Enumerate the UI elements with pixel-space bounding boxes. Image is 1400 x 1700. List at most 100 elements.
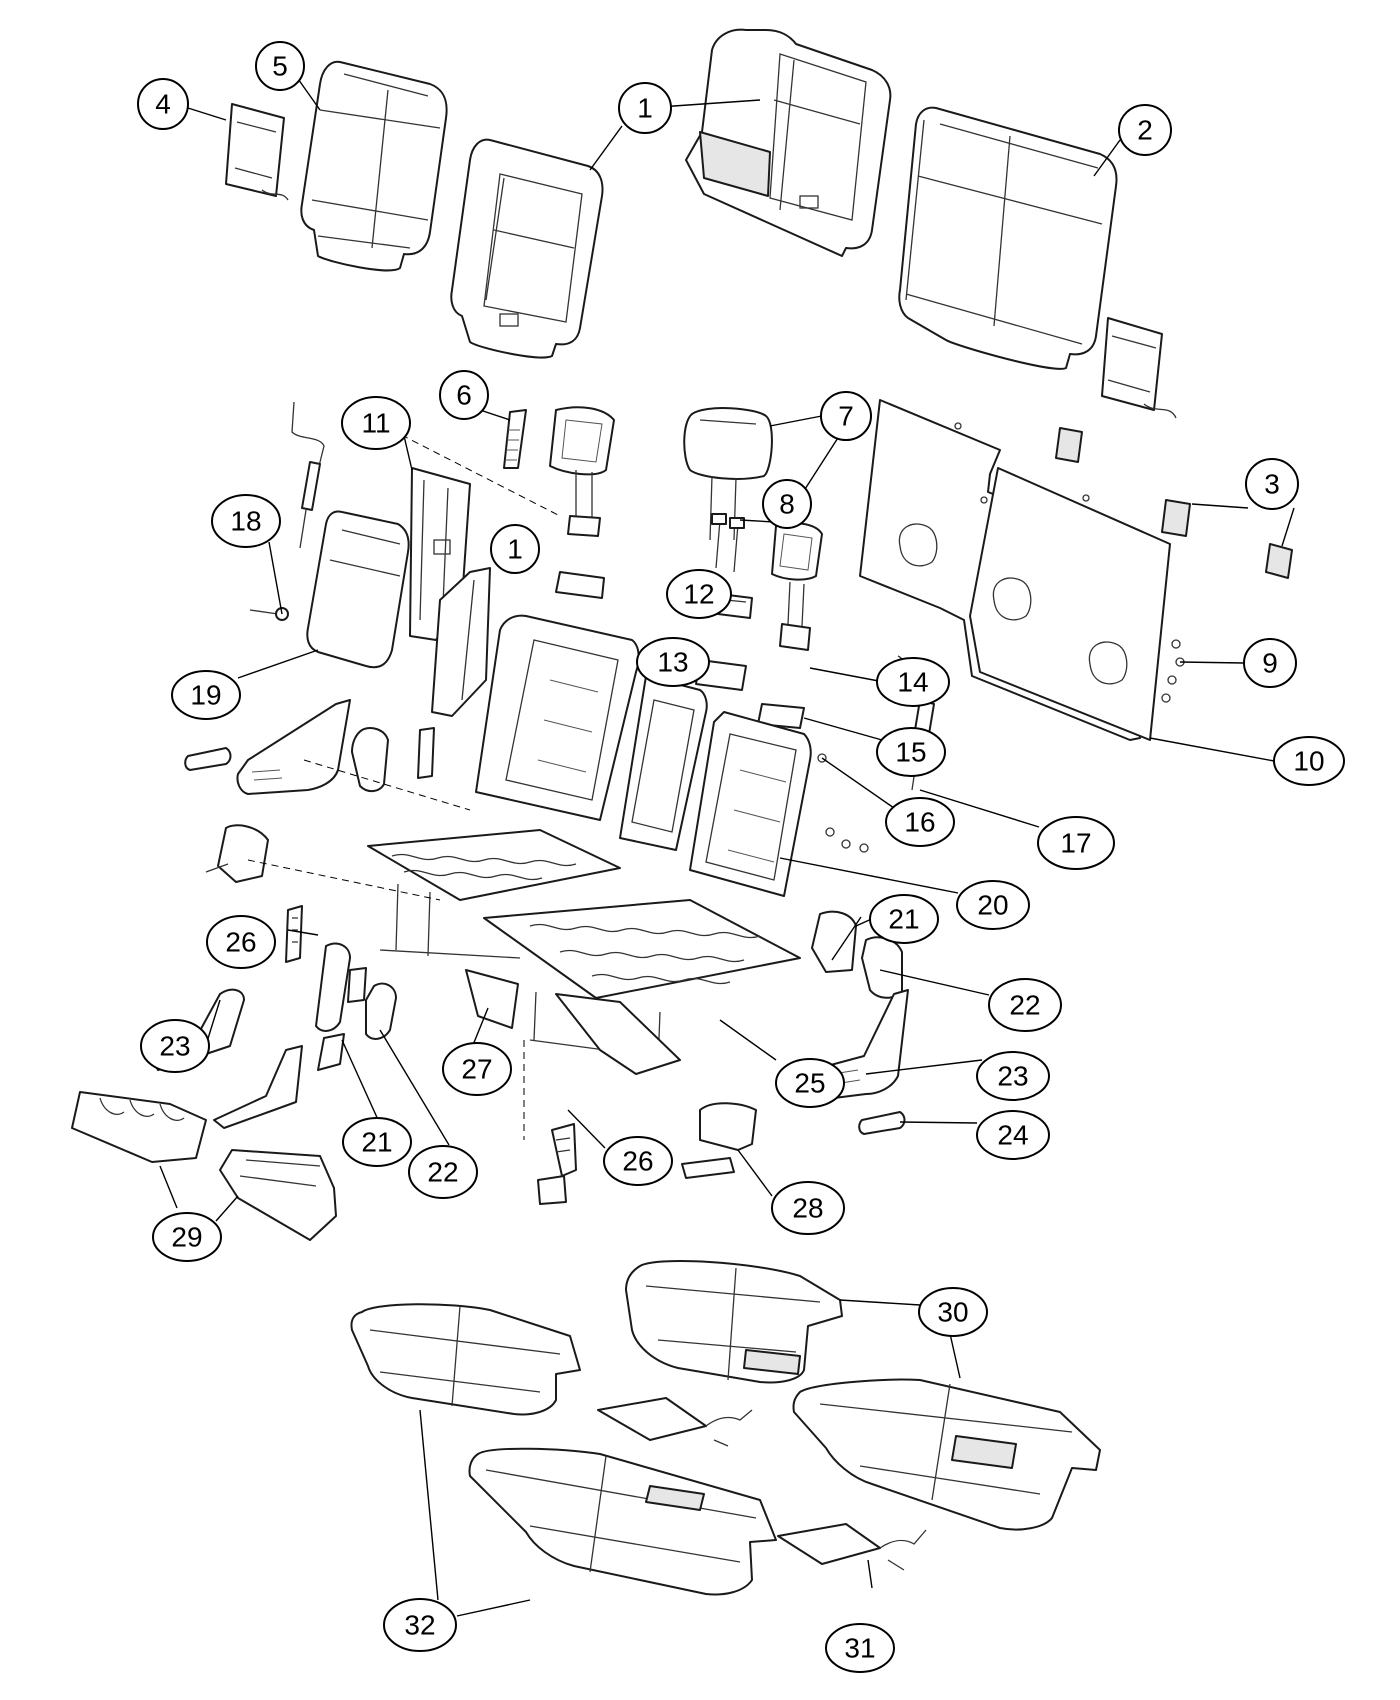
callout-1-armrest: 1 [490,524,540,574]
svg-text:14: 14 [897,667,928,698]
part-26-bracket-left [285,905,303,963]
svg-text:27: 27 [461,1054,492,1085]
callout-23-right: 23 [976,1051,1050,1101]
svg-text:1: 1 [637,93,653,124]
callout-13: 13 [636,637,710,687]
svg-text:23: 23 [159,1031,190,1062]
svg-text:26: 26 [225,927,256,958]
part-32-seat-cushion-upper [350,1303,581,1416]
part-27-side-cover [465,969,519,1029]
part-16-fasteners [817,753,869,853]
part-21-trim-upper-left [351,727,435,792]
part-1-seatback-frame-right [685,28,892,257]
part-1-armrest-frame [431,567,491,717]
svg-text:21: 21 [361,1127,392,1158]
svg-text:13: 13 [657,647,688,678]
part-19-armrest [306,510,410,669]
part-31-heater-mat-upper [597,1397,753,1447]
part-29-lower-cover-right [219,1149,337,1241]
callout-21-right: 21 [869,894,939,944]
part-24-handle-left [184,747,232,771]
part-28-cover [681,1102,757,1179]
part-20-seat-frame [367,614,812,1065]
svg-text:31: 31 [844,1633,875,1664]
callout-26-left: 26 [206,915,276,969]
callout-12: 12 [666,569,732,619]
part-26-bracket-lower [537,1123,577,1205]
svg-text:28: 28 [792,1193,823,1224]
part-15-bezel-lower [757,703,805,729]
callout-17: 17 [1037,816,1115,870]
callout-15: 15 [876,727,946,777]
svg-text:5: 5 [272,51,288,82]
callout-28: 28 [771,1181,845,1235]
callout-26-lower: 26 [603,1136,673,1186]
callout-16: 16 [885,797,955,847]
callout-25: 25 [775,1058,845,1108]
part-32-seat-cushion-lower [468,1447,777,1596]
svg-text:22: 22 [1009,990,1040,1021]
callout-23-left: 23 [140,1019,210,1073]
callout-30: 30 [918,1287,988,1337]
part-7-headrest-left [549,406,615,537]
part-2-seatback-cover-right [898,106,1118,370]
callout-6: 6 [439,370,489,420]
callout-31: 31 [825,1623,895,1673]
part-9-clips [1161,639,1185,703]
callout-14: 14 [876,657,950,707]
part-18-bolt [249,607,289,621]
svg-text:29: 29 [171,1222,202,1253]
part-21-trim-left [205,824,269,883]
part-21-trim-lower-left [315,942,351,1071]
svg-text:1: 1 [507,534,523,565]
part-31-heater-mat-lower [777,1523,927,1571]
callout-3: 3 [1245,458,1299,510]
svg-text:23: 23 [997,1061,1028,1092]
svg-text:15: 15 [895,737,926,768]
leader-lines [159,75,1295,1617]
svg-text:11: 11 [361,408,390,439]
part-1-seatback-frame-left [450,138,604,359]
callout-4: 4 [137,78,189,130]
part-30-seat-cushion-lower [792,1378,1101,1531]
svg-text:6: 6 [456,380,472,411]
part-25-lower-bracket [555,993,681,1075]
part-4-back-panel-right [1101,317,1177,419]
callout-18: 18 [211,494,281,548]
part-23-bracket-lower-left [213,1045,303,1129]
part-23-cover-upper-left [236,699,351,795]
svg-text:4: 4 [155,89,171,120]
part-29-lower-cover-left [71,1091,207,1163]
svg-text:12: 12 [683,579,714,610]
svg-text:7: 7 [838,401,854,432]
part-4-back-panel-left [225,103,289,201]
part-10-rear-panel [859,399,1171,741]
callout-5: 5 [255,41,305,91]
svg-text:21: 21 [888,904,919,935]
svg-text:32: 32 [404,1610,435,1641]
svg-text:16: 16 [904,807,935,838]
callout-27: 27 [442,1042,512,1096]
part-22-trim-lower-left [347,967,397,1040]
callout-21-left: 21 [342,1117,412,1167]
svg-text:3: 3 [1264,469,1280,500]
callout-22-right: 22 [988,978,1062,1032]
part-21-trim-right [811,910,857,973]
callout-24: 24 [976,1110,1050,1160]
part-14-headrest-center-frame [771,522,823,651]
callout-9: 9 [1243,638,1297,688]
callout-7: 7 [820,391,872,441]
svg-text:20: 20 [977,890,1008,921]
svg-text:19: 19 [190,680,221,711]
svg-text:18: 18 [230,506,261,537]
part-8-headrest-guide [711,513,745,573]
callout-19: 19 [171,670,241,720]
svg-text:22: 22 [427,1157,458,1188]
part-30-seat-cushion-upper [625,1260,843,1384]
part-7-headrest-center [683,407,773,541]
callout-2: 2 [1118,104,1172,156]
part-24-handle-right [858,1111,906,1135]
callout-20: 20 [956,880,1030,930]
part-6-trim-piece [503,409,527,469]
